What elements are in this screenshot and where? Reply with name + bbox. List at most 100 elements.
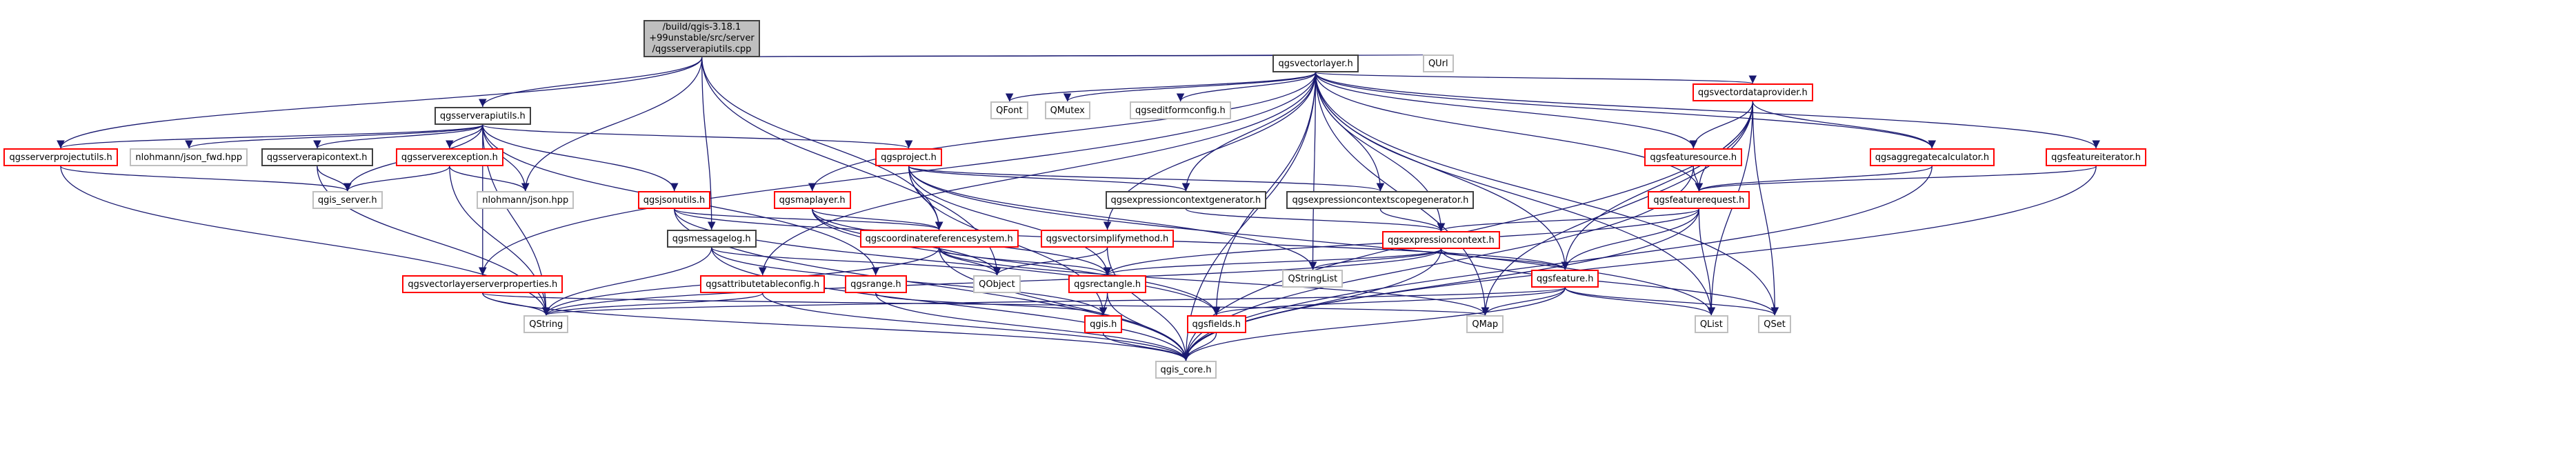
graph-node-qset[interactable]: QSet — [1758, 315, 1791, 333]
graph-node-qgsserverapicontext[interactable]: qgsserverapicontext.h — [261, 148, 373, 166]
edge-qgsfeature-to-qgsfields — [1212, 287, 1566, 316]
graph-node-json-fwd[interactable]: nlohmann/json_fwd.hpp — [130, 148, 248, 166]
edge-qgsfeatureiterator-to-qgsfeaturerequest — [1695, 166, 2097, 192]
graph-node-qgsjsonutils[interactable]: qgsjsonutils.h — [637, 191, 711, 209]
edge-qgsmaplayer-to-qgsfields — [812, 208, 1221, 316]
graph-node-qstring[interactable]: QString — [523, 315, 569, 333]
graph-node-qgsfeatureiterator[interactable]: qgsfeatureiterator.h — [2046, 148, 2146, 166]
edge-qgsfeaturerequest-to-QList — [1698, 208, 1716, 316]
edge-qgsrectangle-to-qgis_core — [1106, 292, 1190, 361]
edge-qgsvectorlayer-to-qgsaggregatecalculator — [1315, 72, 1936, 149]
edge-qgsvectordataprovider-to-QMap — [1481, 101, 1753, 316]
graph-node-qmap[interactable]: QMap — [1466, 315, 1504, 333]
graph-node-qgsserverexception[interactable]: qgsserverexception.h — [395, 148, 503, 166]
edge-qgsrange-to-qgis_core — [875, 292, 1190, 361]
graph-node-qgis[interactable]: qgis.h — [1084, 315, 1123, 333]
edge-qgsvectorlayer-to-QStringList — [1308, 72, 1317, 270]
edge-root-to-qgsmessagelog — [701, 57, 716, 230]
edge-qgsserverexception-to-json — [449, 166, 530, 192]
edge-qgsserverapiutils-to-qgsserverexception — [446, 124, 483, 149]
edge-root-to-qgsserverprojectutils — [57, 57, 703, 149]
edge-qgsserverapiutils-to-json — [482, 124, 530, 192]
graph-node-qgsserverapiutils[interactable]: qgsserverapiutils.h — [434, 107, 531, 125]
edge-qgsjsonutils-to-qgscrs — [674, 208, 943, 230]
edge-qgsfeature-to-QList — [1564, 287, 1716, 316]
edge-qgsexpressioncontext-to-qgsrectangle — [1104, 248, 1442, 276]
graph-node-qgsattributetableconfig[interactable]: qgsattributetableconfig.h — [700, 275, 826, 293]
edge-qgsfeaturerequest-to-qgsexpressioncontext — [1437, 208, 1699, 232]
edge-qgsmaplayer-to-qgscrs — [812, 208, 943, 230]
graph-node-qgsfeaturerequest[interactable]: qgsfeaturerequest.h — [1648, 191, 1750, 209]
edge-qgsfeature-to-QString — [542, 287, 1566, 316]
edge-qgsrectangle-to-qgis — [1099, 292, 1108, 316]
graph-node-qgsvectorlayer[interactable]: qgsvectorlayer.h — [1272, 54, 1359, 72]
edge-qgsvectorlayer-to-qgsvectordataprovider — [1315, 72, 1757, 84]
graph-node-qgseditformconfig[interactable]: qgseditformconfig.h — [1130, 101, 1231, 119]
graph-node-qgscrs[interactable]: qgscoordinatereferencesystem.h — [859, 230, 1019, 248]
edge-qgsvectorlayer-to-QSet — [1315, 72, 1779, 316]
edge-qgsproject-to-qgsrectangle — [908, 166, 1112, 276]
graph-node-qgsaggregatecalculator[interactable]: qgsaggregatecalculator.h — [1869, 148, 1995, 166]
graph-node-qgsmaplayer[interactable]: qgsmaplayer.h — [773, 191, 851, 209]
graph-node-qobject[interactable]: QObject — [973, 275, 1021, 293]
edge-qgsvectordataprovider-to-qgsfeature — [1561, 101, 1753, 270]
graph-node-qgsproject[interactable]: qgsproject.h — [875, 148, 942, 166]
graph-node-qgis-server[interactable]: qgis_server.h — [312, 191, 383, 209]
edge-qgsserverapiutils-to-qgsproject — [482, 124, 913, 149]
edge-root-to-qgsserverapiutils — [479, 57, 703, 108]
edge-qgsfeaturerequest-to-qgsfeature — [1561, 208, 1699, 270]
edge-qgsproject-to-QStringList — [908, 166, 1317, 270]
graph-node-qmutex[interactable]: QMutex — [1044, 101, 1090, 119]
edge-qgsserverapiutils-to-qgsjsonutils — [482, 124, 679, 192]
edge-qgsserverapiutils-to-qgsserverprojectutils — [57, 124, 483, 149]
graph-node-qgsrange[interactable]: qgsrange.h — [845, 275, 907, 293]
graph-node-root[interactable]: /build/qgis-3.18.1 +99unstable/src/serve… — [643, 20, 760, 57]
graph-node-qgsexpressioncontext[interactable]: qgsexpressioncontext.h — [1381, 231, 1500, 249]
edge-qgsvectordataprovider-to-qgsaggregatecalculator — [1752, 101, 1937, 149]
edge-qgsvectorlayer-to-qgsvectorlayerserverproperties — [479, 72, 1317, 276]
graph-node-qgsvectorlayerserverproperties[interactable]: qgsvectorlayerserverproperties.h — [402, 275, 563, 293]
edge-qgsexpressioncontext-to-QStringList — [1308, 248, 1442, 270]
edge-qgsvectorlayer-to-qgsfeaturesource — [1315, 72, 1698, 149]
graph-node-qgsvectordataprovider[interactable]: qgsvectordataprovider.h — [1692, 83, 1813, 101]
edge-qgsvectorlayer-to-qgsexpressioncontextgenerator — [1181, 72, 1317, 192]
edge-qgsrange-to-qgis — [875, 292, 1108, 316]
graph-node-qgsfeaturesource[interactable]: qgsfeaturesource.h — [1644, 148, 1743, 166]
edge-qgsvectorlayer-to-qgsfeatureiterator — [1315, 72, 2100, 149]
graph-node-qurl[interactable]: QUrl — [1422, 54, 1454, 72]
edge-qgsvectordataprovider-to-QSet — [1752, 101, 1779, 316]
edge-qgsfields-to-qgis_core — [1181, 332, 1217, 361]
edge-root-to-qgscrs — [701, 57, 943, 230]
edge-qgsattributetableconfig-to-QString — [542, 292, 763, 316]
graph-node-qgsexpressioncontextscopegenerator[interactable]: qgsexpressioncontextscopegenerator.h — [1286, 191, 1475, 209]
edge-qgsmessagelog-to-QString — [541, 247, 712, 316]
edge-qgscrs-to-QMap — [938, 247, 1490, 316]
graph-node-qgsrectangle[interactable]: qgsrectangle.h — [1068, 275, 1147, 293]
edge-qgsserverapicontext-to-qgis_server — [317, 166, 352, 192]
edge-qgsvectorlayer-to-QList — [1315, 72, 1716, 316]
graph-node-qgsserverprojectutils[interactable]: qgsserverprojectutils.h — [3, 148, 118, 166]
graph-node-qgsvectorsimplifymethod[interactable]: qgsvectorsimplifymethod.h — [1040, 230, 1175, 248]
edge-qgsexpressioncontext-to-QSet — [1440, 248, 1779, 316]
edge-qgsvectorlayer-to-qgseditformconfig — [1176, 72, 1317, 102]
edge-qgsvectordataprovider-to-qgsfeaturesource — [1689, 101, 1753, 149]
edge-qgscrs-to-qgsrectangle — [938, 247, 1112, 276]
graph-node-json[interactable]: nlohmann/json.hpp — [477, 191, 575, 209]
edge-qgsvectorsimplifymethod-to-qgis_core — [1106, 247, 1190, 361]
edge-qgsvectorsimplifymethod-to-QObject — [992, 247, 1108, 276]
graph-node-qfont[interactable]: QFont — [990, 101, 1028, 119]
graph-node-qgis-core[interactable]: qgis_core.h — [1155, 361, 1217, 379]
graph-node-qgsmessagelog[interactable]: qgsmessagelog.h — [666, 230, 757, 248]
edge-qgsserverprojectutils-to-qgis_server — [60, 166, 352, 192]
edge-qgsmessagelog-to-QObject — [711, 247, 1001, 276]
graph-node-qgsfeature[interactable]: qgsfeature.h — [1530, 270, 1599, 288]
edge-qgsvectorlayer-to-QFont — [1006, 72, 1317, 102]
graph-node-qgsexpressioncontextgenerator[interactable]: qgsexpressioncontextgenerator.h — [1105, 191, 1267, 209]
edge-qgsfeature-to-QSet — [1564, 287, 1779, 316]
graph-node-qstringlist[interactable]: QStringList — [1282, 270, 1344, 288]
edge-qgsserverapiutils-to-json_fwd — [185, 124, 483, 149]
graph-node-qgsfields[interactable]: qgsfields.h — [1186, 315, 1246, 333]
graph-node-qlist[interactable]: QList — [1694, 315, 1728, 333]
edge-qgsvectorlayer-to-qgsmaplayer — [808, 72, 1317, 192]
edge-qgsmessagelog-to-qgis — [711, 247, 1108, 316]
